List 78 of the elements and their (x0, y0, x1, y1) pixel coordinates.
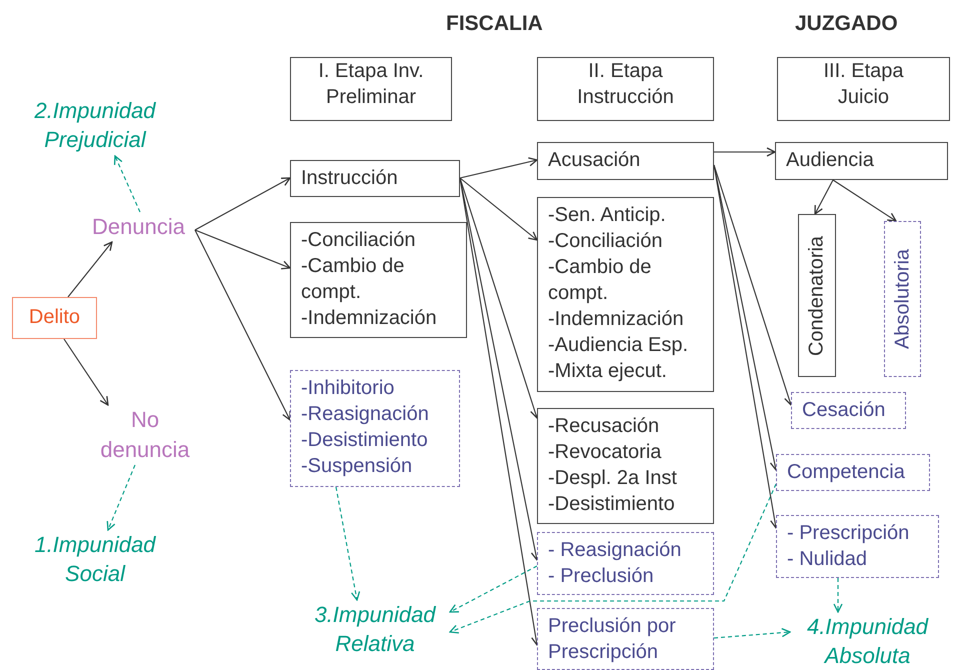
impunity-label: 4.Impunidad Absoluta (790, 612, 945, 670)
outcome-box (791, 392, 906, 429)
box-text: -Reasignación (301, 402, 430, 427)
arrow (335, 486, 360, 601)
branch-label: No denuncia (95, 405, 195, 465)
box-text: -Despl. 2a Inst (548, 466, 678, 491)
box-text: Instrucción (301, 166, 399, 191)
arrow (64, 338, 109, 406)
arrow (106, 464, 136, 531)
box-text: -Revocatoria (548, 440, 662, 465)
impunity-label: 1.Impunidad Social (20, 530, 170, 590)
box-text: -Cambio de compt. (548, 255, 652, 306)
box-text: -Conciliación (301, 228, 416, 253)
box-text: -Sen. Anticip. (548, 203, 667, 228)
box-text: -Indemnización (548, 307, 685, 332)
impunity-label: 3.Impunidad Relativa (300, 600, 450, 660)
box-text: III. Etapa Juicio (822, 59, 905, 110)
arrow (714, 628, 791, 639)
box-text: -Cambio de compt. (301, 254, 406, 305)
outcome-box (776, 454, 930, 491)
box-text: Preclusión por Prescripción (548, 614, 677, 665)
stage-box (537, 57, 714, 121)
process-box (775, 142, 948, 180)
box-text: -Mixta ejecut. (548, 359, 668, 384)
process-box (537, 197, 714, 392)
box-text: -Suspensión (301, 454, 414, 479)
arrow (832, 180, 897, 222)
box-text: II. Etapa Instrucción (576, 59, 675, 110)
box-text: -Desistimiento (301, 428, 429, 453)
verdict-box (798, 214, 836, 377)
box-text: Audiencia (786, 148, 875, 173)
arrow (814, 180, 834, 215)
box-text: - Preclusión (548, 564, 655, 589)
box-text: Cesación (802, 398, 886, 423)
start-box (12, 297, 97, 339)
outcome-box (537, 608, 714, 670)
arrow (833, 578, 843, 613)
verdict-box (884, 221, 921, 377)
impunity-label: 2.Impunidad Prejudicial (20, 96, 170, 156)
box-text: - Prescripción (787, 521, 910, 546)
arrow (194, 177, 291, 230)
outcome-box (537, 532, 714, 595)
arrow (460, 157, 538, 179)
box-text: Competencia (787, 460, 906, 485)
box-text: -Inhibitorio (301, 376, 396, 401)
process-box (537, 142, 714, 180)
arrow (194, 230, 291, 421)
stage-box (777, 57, 950, 121)
box-text: Delito (28, 305, 82, 330)
arrow (714, 147, 776, 157)
section-heading: JUZGADO (795, 12, 898, 36)
outcome-box (290, 370, 460, 487)
section-heading: FISCALIA (446, 12, 543, 36)
arrow (114, 155, 140, 212)
outcome-box (776, 515, 939, 578)
box-text: -Desistimiento (548, 492, 676, 517)
box-text: -Conciliación (548, 229, 664, 254)
arrow (449, 566, 538, 613)
box-text: Acusación (548, 148, 642, 173)
box-text: Condenatoria (806, 235, 828, 356)
box-text: - Nulidad (787, 547, 868, 572)
arrow (459, 178, 540, 419)
process-box (290, 160, 460, 197)
box-text: -Audiencia Esp. (548, 333, 690, 358)
stage-box (290, 57, 452, 121)
box-text: Absolutoria (891, 248, 914, 350)
arrow (713, 164, 794, 406)
box-text: - Reasignación (548, 538, 682, 563)
process-box (537, 408, 714, 524)
branch-label: Denuncia (82, 212, 195, 242)
arrow (460, 178, 538, 241)
process-box (290, 222, 467, 338)
arrow (68, 241, 113, 298)
box-text: -Indemnización (301, 306, 438, 331)
arrow (194, 229, 291, 270)
box-text: -Recusación (548, 414, 660, 439)
arrow (449, 484, 776, 634)
box-text: I. Etapa Inv. Preliminar (317, 59, 425, 110)
